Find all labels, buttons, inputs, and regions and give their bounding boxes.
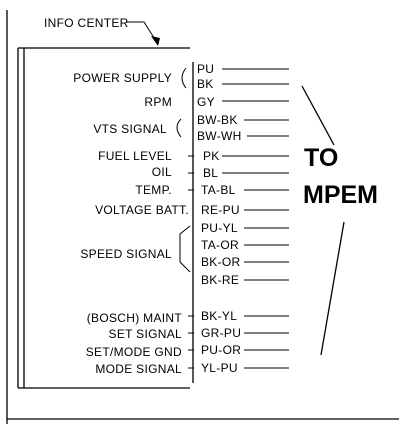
signal-label-bosch-maint: (BOSCH) MAINT (87, 311, 183, 325)
wire-label-pk: PK (203, 149, 220, 163)
signal-label-temp: TEMP. (135, 183, 172, 197)
info-center-box (17, 47, 190, 389)
info-center-title: INFO CENTER (44, 16, 129, 30)
signal-label-voltage-batt: VOLTAGE BATT. (95, 203, 189, 217)
bracket-speed (179, 225, 191, 273)
signal-label-speed: SPEED SIGNAL (80, 247, 172, 261)
wire-label-gy: GY (197, 95, 215, 109)
destination-mpem: MPEM (303, 181, 378, 209)
mpem-bracket (301, 85, 345, 356)
wire-leads (222, 68, 289, 369)
bracket-vts (176, 118, 182, 138)
signal-label-rpm: RPM (144, 95, 172, 109)
wire-label-bk-or: BK-OR (201, 255, 241, 269)
wire-label-gr-pu: GR-PU (201, 326, 241, 340)
wire-label-bl: BL (203, 166, 218, 180)
wire-label-ta-bl: TA-BL (201, 183, 236, 197)
wire-labels: PU BK GY BW-BK BW-WH PK BL TA-BL RE-PU P… (197, 62, 242, 375)
bracket-power-supply (181, 67, 187, 89)
signal-label-oil: OIL (152, 165, 172, 179)
wire-label-re-pu: RE-PU (201, 203, 240, 217)
signal-label-mode-signal: MODE SIGNAL (95, 362, 182, 376)
signal-label-power-supply: POWER SUPPLY (73, 71, 172, 85)
wire-label-yl-pu: YL-PU (201, 361, 238, 375)
signal-label-set-signal: SET SIGNAL (109, 327, 182, 341)
wire-label-pu-yl: PU-YL (201, 221, 238, 235)
signal-label-fuel-level: FUEL LEVEL (98, 149, 172, 163)
wire-label-pu: PU (197, 62, 214, 76)
signal-label-set-mode-gnd: SET/MODE GND (86, 345, 182, 359)
wire-label-bw-wh: BW-WH (197, 129, 242, 143)
wire-label-pu-or: PU-OR (201, 343, 241, 357)
signal-labels: POWER SUPPLY RPM VTS SIGNAL FUEL LEVEL O… (73, 71, 189, 376)
destination-to: TO (304, 144, 338, 172)
wire-label-bk: BK (197, 77, 214, 91)
wire-label-bk-yl: BK-YL (201, 309, 237, 323)
wire-label-bk-re: BK-RE (201, 273, 239, 287)
wire-label-bw-bk: BW-BK (197, 113, 238, 127)
wire-label-ta-or: TA-OR (201, 238, 239, 252)
title-arrow (127, 21, 160, 46)
signal-label-vts: VTS SIGNAL (93, 122, 167, 136)
